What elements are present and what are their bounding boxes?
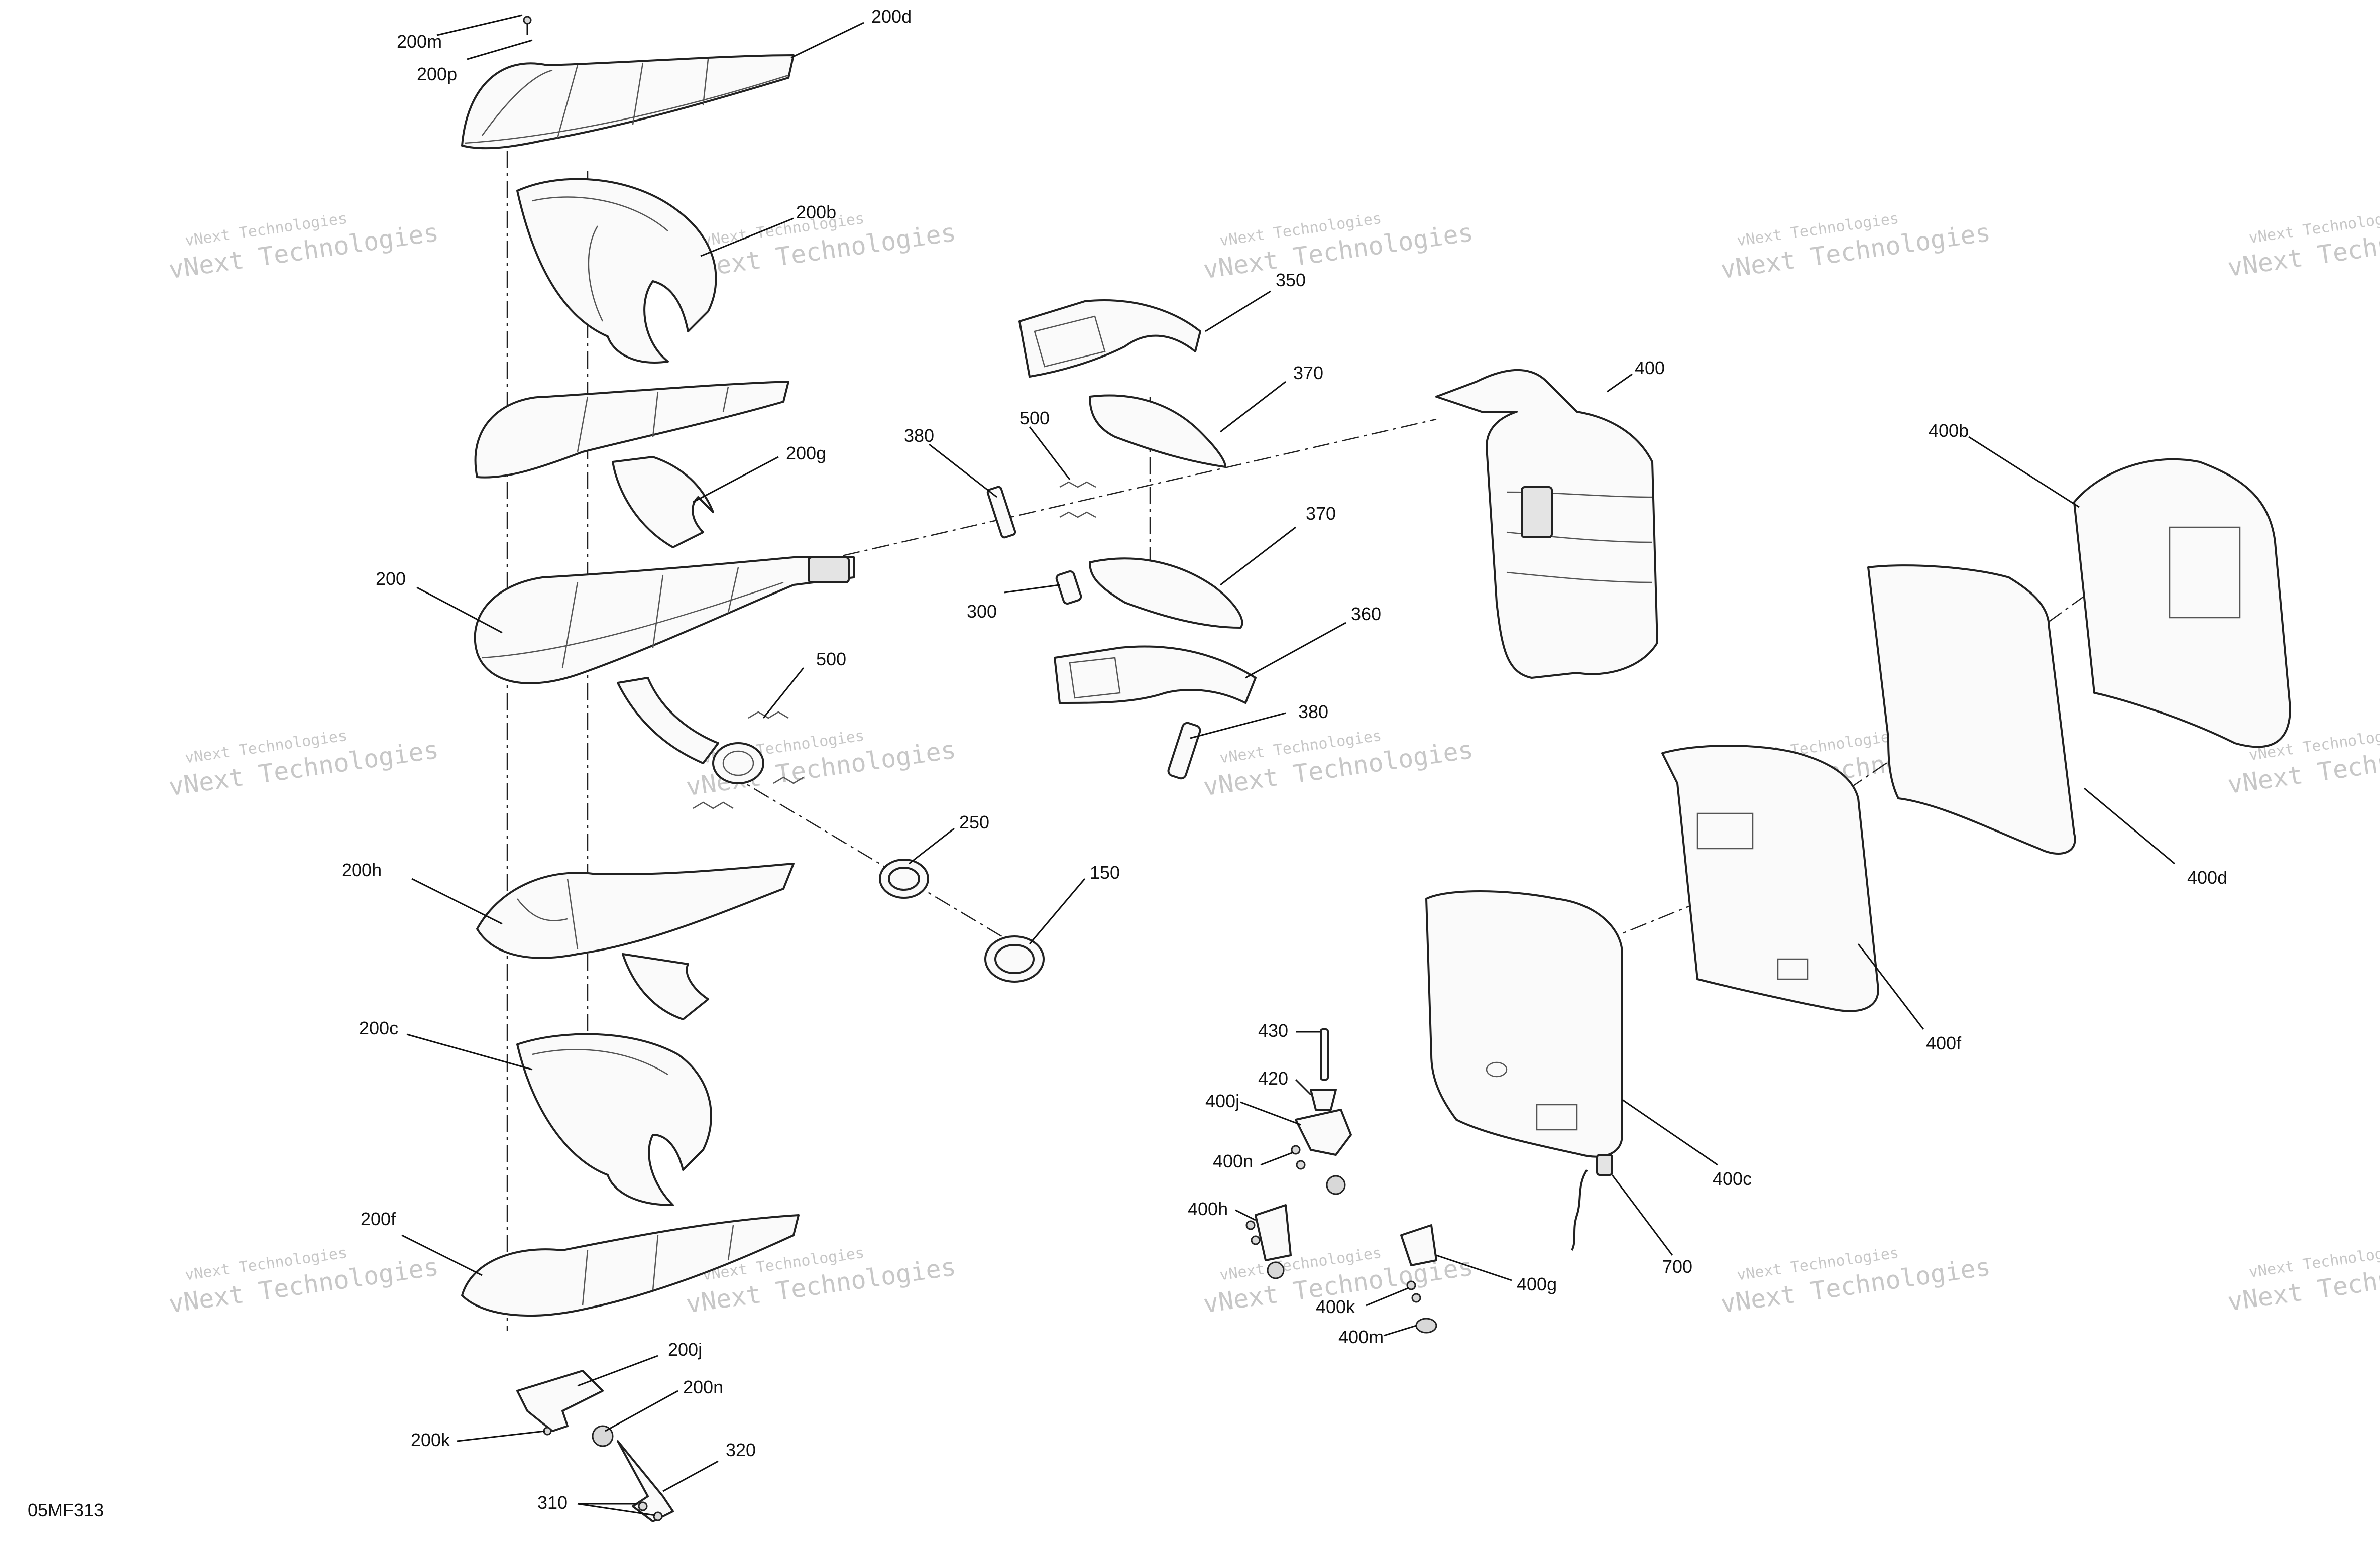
label-400: 400: [1635, 358, 1665, 378]
part-370-top: [1089, 394, 1226, 468]
part-400: [1435, 369, 1658, 679]
label-320: 320: [726, 1440, 756, 1460]
part-400d: [1867, 564, 2076, 855]
part-420: [1310, 1089, 1337, 1111]
label-200h: 200h: [342, 860, 382, 880]
label-370: 370: [1306, 503, 1336, 524]
assembly-axis: [1998, 591, 2090, 659]
label-380: 380: [1298, 701, 1328, 722]
assembly-axis: [1546, 898, 1708, 965]
label-300: 300: [967, 601, 997, 622]
label-400c: 400c: [1713, 1168, 1752, 1189]
part-200f: [461, 1214, 800, 1317]
part-320-310: [617, 1440, 674, 1522]
label-200d: 200d: [871, 6, 912, 27]
label-250: 250: [959, 812, 989, 833]
label-200g: 200g: [786, 443, 826, 463]
label-400g: 400g: [1517, 1274, 1557, 1294]
label-150: 150: [1090, 862, 1120, 883]
label-360: 360: [1351, 604, 1381, 624]
label-420: 420: [1258, 1068, 1288, 1089]
label-400h: 400h: [1188, 1199, 1228, 1219]
label-380: 380: [904, 425, 934, 446]
label-200b: 200b: [796, 202, 836, 222]
part-200h: [476, 863, 795, 1020]
label-400f: 400f: [1926, 1033, 1962, 1053]
label-400k: 400k: [1316, 1296, 1355, 1317]
label-400m: 400m: [1338, 1327, 1384, 1347]
part-430: [1320, 1028, 1329, 1081]
diagram-code: 05MF313: [28, 1500, 104, 1520]
part-380-bottom: [1167, 722, 1201, 780]
part-370-bottom: [1089, 557, 1243, 629]
part-300: [1055, 570, 1082, 605]
label-310: 310: [537, 1492, 568, 1513]
label-200p: 200p: [417, 64, 457, 84]
part-400g: [1400, 1224, 1437, 1266]
part-400b: [2073, 458, 2291, 748]
label-200j: 200j: [668, 1339, 702, 1360]
part-200g: [474, 381, 789, 548]
part-350: [1018, 299, 1201, 378]
part-400c: [1425, 890, 1623, 1158]
label-200m: 200m: [397, 31, 442, 52]
label-500: 500: [1019, 408, 1050, 428]
leader-lines: [401, 14, 2175, 1516]
part-360: [1054, 645, 1257, 704]
part-400h: [1245, 1204, 1292, 1279]
part-380-top: [986, 486, 1016, 539]
label-200n: 200n: [683, 1377, 723, 1397]
label-400b: 400b: [1929, 420, 1969, 441]
part-150: [984, 935, 1045, 983]
assembly-axis: [813, 418, 1437, 563]
part-400f: [1661, 745, 1879, 1012]
part-400j: [1295, 1109, 1352, 1156]
label-200: 200: [376, 568, 406, 589]
part-200: [474, 556, 855, 784]
label-200c: 200c: [359, 1018, 398, 1038]
part-labels: 200m 200p 200d 200b 200g 200 500 250 150…: [28, 6, 2227, 1520]
assembly-axis: [728, 772, 1015, 945]
part-250: [879, 859, 929, 899]
part-500-springs: [693, 711, 804, 809]
part-200j: [516, 1370, 604, 1432]
part-200c: [516, 1033, 712, 1206]
part-200k: [543, 1427, 552, 1436]
label-400n: 400n: [1213, 1151, 1253, 1171]
part-200b: [516, 178, 717, 364]
part-200m: [523, 16, 532, 35]
part-200n: [592, 1425, 614, 1447]
part-400n: [1291, 1145, 1346, 1195]
part-700: [1571, 1154, 1613, 1251]
part-500-top: [1059, 481, 1096, 518]
part-200d: [461, 54, 795, 150]
label-430: 430: [1258, 1020, 1288, 1041]
label-370: 370: [1293, 363, 1323, 383]
label-200f: 200f: [361, 1209, 396, 1229]
label-400d: 400d: [2187, 867, 2227, 888]
label-350: 350: [1276, 270, 1306, 290]
label-200k: 200k: [411, 1430, 450, 1450]
label-700: 700: [1662, 1256, 1692, 1277]
part-400k-400m: [1406, 1280, 1437, 1334]
label-500: 500: [816, 649, 846, 669]
label-400j: 400j: [1205, 1091, 1239, 1111]
